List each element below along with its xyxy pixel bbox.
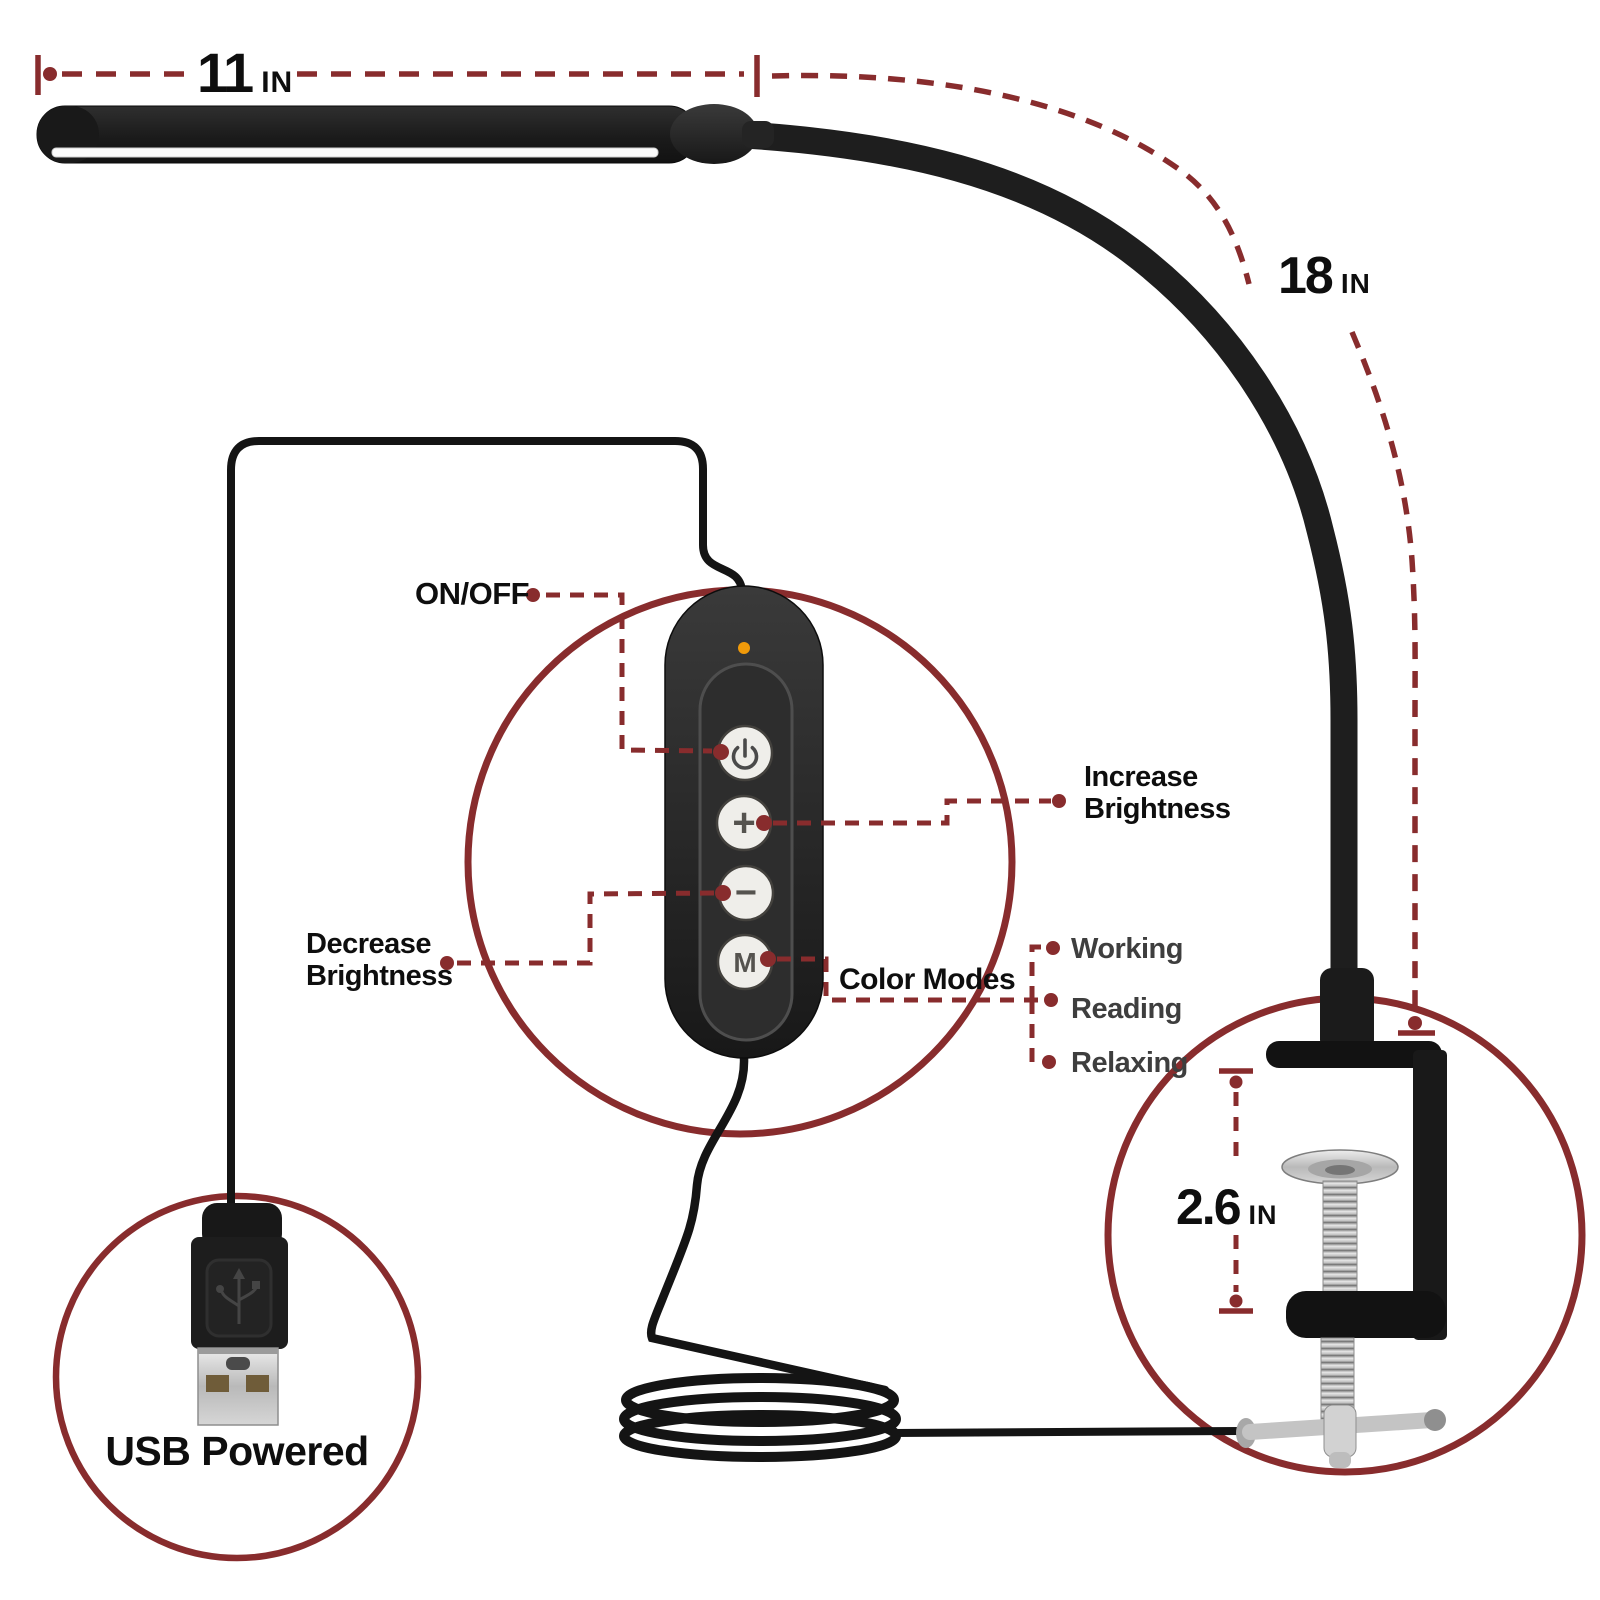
dimension-dot [1408,1016,1422,1030]
clamp-top-plate [1266,1041,1442,1068]
dimension-dot [1229,1075,1243,1089]
plus-icon: + [732,801,755,845]
cable-coil [619,1392,901,1446]
power-indicator-led [738,642,750,654]
lamp-head [36,104,1358,1024]
power-icon [731,738,759,770]
clamp-screw-pad-hole [1325,1165,1355,1175]
cable-remote-to-coil [646,1053,890,1395]
decrease-callout-line [457,890,715,966]
callout-connectors [440,588,1066,1069]
relaxing-callout-line [1029,1000,1040,1065]
increase-callout-label: Increase Brightness [1084,761,1231,825]
clamp-screw-upper [1322,1180,1358,1296]
callout-dot [756,815,772,831]
callout-dot [526,588,540,602]
mode-label-relaxing: Relaxing [1071,1047,1188,1079]
led-light-strip [51,147,659,158]
power-cable [227,437,1244,1462]
gooseneck-joint-neck [742,121,774,148]
callout-dot [1044,993,1058,1007]
usb-trident-icon [216,1268,260,1324]
clamp-screw-tip [1329,1452,1351,1468]
dimension-dashes [771,72,1252,285]
color-modes-callout-label: Color Modes [839,963,1016,996]
head-length-dimension: 11 IN [197,40,293,105]
gooseneck-length-dimension: 18 IN [1278,246,1371,306]
callout-dot [1052,794,1066,808]
decrease-callout-label: Decrease Brightness [306,928,453,992]
gooseneck-joint-ball [670,104,758,164]
callout-dot [1046,941,1060,955]
usb-connector-slot [226,1357,250,1370]
power-callout-label: ON/OFF [415,576,530,611]
dimension-unit: IN [1340,268,1371,299]
callout-dot [713,744,729,760]
color-modes-callout-line [777,956,1043,1003]
clamp-pole-sleeve [1320,968,1374,1052]
dimension-value: 18 [1278,247,1334,305]
usb-metal-edge [198,1348,278,1354]
usb-contact-right [246,1375,269,1392]
clamp-opening-dimension: 2.6 IN [1176,1178,1278,1236]
dimension-value: 11 [197,41,254,104]
clamp-dimension-line [1219,1068,1253,1314]
clamp-handle-cap [1424,1409,1446,1431]
callout-dot [440,956,454,970]
clamp-bottom-arm [1286,1291,1446,1338]
dimension-dashes [1349,330,1418,1016]
desk-clamp [1236,968,1447,1468]
dimension-dot [1229,1294,1243,1308]
head-dimension-line [35,55,760,97]
cable-top-run [227,437,746,1209]
increase-callout-line [773,798,1051,826]
power-callout-line [546,592,713,754]
usb-plug [191,1203,288,1426]
minus-icon: − [735,872,757,914]
callout-dot [760,951,776,967]
cable-coil [621,1373,899,1427]
usb-contact-left [206,1375,229,1392]
dimension-unit: IN [261,66,294,99]
working-callout-line [1029,944,1044,1000]
cable-to-clamp [890,1427,1244,1437]
gooseneck-dimension-line [771,72,1435,1036]
mode-icon: M [733,947,756,978]
dimension-dot [43,67,57,81]
clamp-back-bracket [1413,1050,1447,1340]
callout-dot [715,885,731,901]
callout-dot [1042,1055,1056,1069]
gooseneck [731,121,1358,1024]
mode-label-reading: Reading [1071,993,1182,1025]
dimension-value: 2.6 [1176,1179,1242,1235]
usb-powered-label: USB Powered [105,1428,369,1474]
usb-zoom-circle [52,1192,422,1562]
clamp-screw-collar [1323,1404,1357,1458]
dimension-unit: IN [1248,1200,1278,1230]
mode-label-working: Working [1071,933,1183,965]
